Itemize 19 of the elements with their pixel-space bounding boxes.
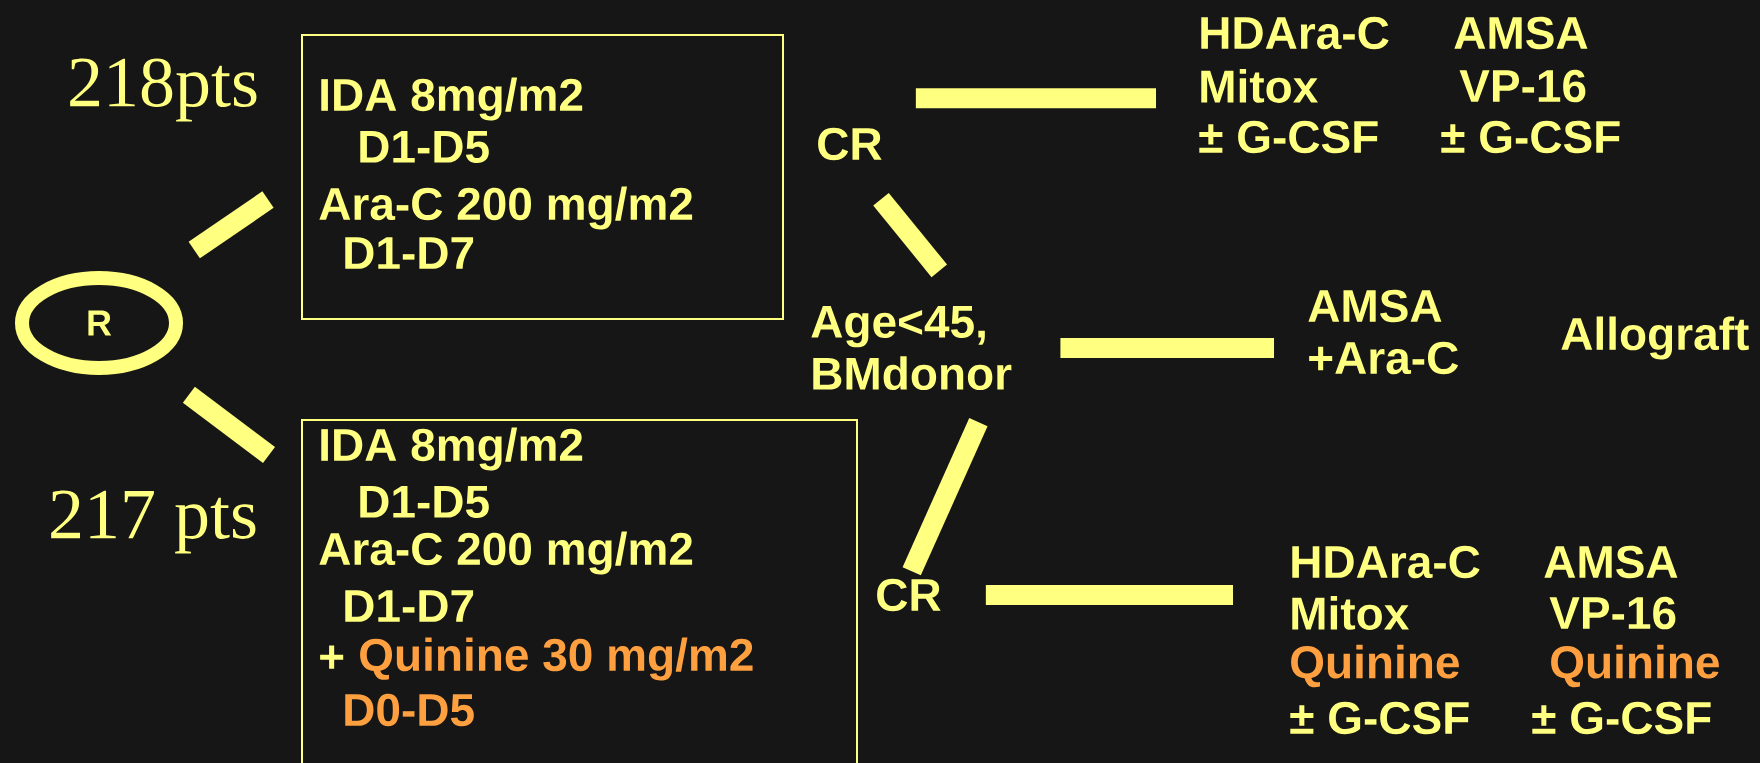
condition-text: Age<45, BMdonor	[811, 305, 1012, 391]
status-text: CR	[877, 578, 941, 612]
connector-bar	[188, 191, 274, 259]
connector-bar	[915, 88, 1156, 109]
regimen-text: AMSA +Ara-C	[1308, 289, 1459, 375]
outcome-text: Allograft	[1561, 316, 1749, 360]
connector-bar	[902, 418, 988, 576]
regimen-table: HDAra-C AMSA Mitox VP-16 Quinine Quinine ± G-CSF ± G-CSF	[1290, 545, 1719, 735]
connector-bar	[182, 386, 275, 463]
regimen-table: HDAra-C AMSA Mitox VP-16 ± G-CSF ± G-CSF	[1199, 16, 1620, 154]
status-text: CR	[818, 127, 882, 161]
patient-count: 218pts	[70, 58, 257, 122]
treatment-box: IDA 8mg/m2 D1-D5 Ara-C 200 mg/m2 D1-D7 + Quinine 30 mg/m2 D0-D5	[301, 419, 858, 763]
ellipse-node: R	[15, 271, 183, 375]
treatment-box: IDA 8mg/m2 D1-D5 Ara-C 200 mg/m2 D1-D7	[301, 34, 784, 320]
connector-bar	[1060, 338, 1274, 358]
connector-bar	[873, 192, 948, 278]
connector-bar	[985, 585, 1233, 605]
patient-count: 217 pts	[51, 490, 256, 554]
